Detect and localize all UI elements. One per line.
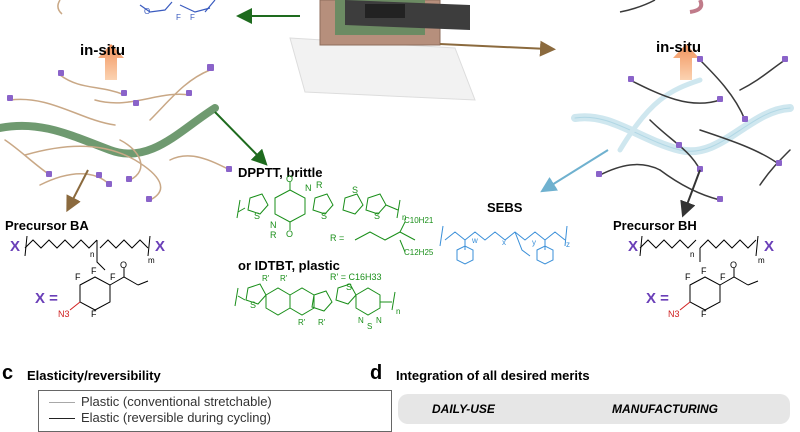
idtbt-s-3: S [367,322,373,331]
x-left-f-bot1: F [91,309,97,319]
x-left-f-top1: F [91,266,97,276]
dpptt-n-top: N [305,183,312,193]
idtbt-label: or IDTBT, plastic [238,258,340,273]
panel-d-col-daily-use: DAILY-USE [432,402,495,416]
dpptt-s-3: S [352,185,359,195]
idtbt-rp-bot2: R' [318,318,326,327]
idtbt-rp-bot1: R' [298,318,306,327]
idtbt-n-sub: n [396,307,401,316]
top-left-strand [57,0,63,15]
sebs-z: z [566,240,570,249]
dpptt-s-2: S [321,211,328,221]
sebs-w: w [472,236,478,245]
dpptt-n-bottom: N [270,220,277,230]
panel-d-letter: d [370,362,383,384]
legend-item-elastic: Elastic (reversible during cycling) [49,410,271,425]
dpptt-s-1: S [254,211,261,221]
precursor-ba-x-right: X [155,238,166,255]
idtbt-rp-top1: R' [262,274,270,283]
dpptt-c10: C10H21 [404,216,434,225]
precursor-ba-m: m [148,256,155,265]
dpptt-label: DPPTT, brittle [238,165,323,180]
precursor-ba-label: Precursor BA [5,218,89,233]
left-crosslink-tags [7,64,232,202]
insitu-label-right: in-situ [656,39,701,56]
dpptt-o-top: O [286,174,294,184]
x-definition-right: X = [646,290,669,307]
idtbt-rp-top2: R' [280,274,288,283]
panel-c-title: Elasticity/reversibility [27,368,161,383]
precursor-bh-m: m [758,256,765,265]
panel-c-legend: Plastic (conventional stretchable) Elast… [38,390,392,432]
dpptt-c12: C12H25 [404,248,434,257]
insitu-label-left: in-situ [80,42,125,59]
precursor-bh-x-right: X [764,238,775,255]
sebs-label: SEBS [487,200,523,215]
dpptt-structure [236,182,416,253]
panel-d-title: Integration of all desired merits [396,368,590,383]
x-right-f-bot1: F [701,309,707,319]
right-crosslink-tags [596,56,788,202]
legend-swatch-plastic [49,402,75,404]
dpptt-r-bottom: R [270,230,277,240]
panel-d-col-manufacturing: MANUFACTURING [612,402,718,416]
dpptt-o-bottom: O [286,229,294,239]
orange-up-arrow-left [98,44,124,80]
precursor-bh-label: Precursor BH [613,218,697,233]
precursor-ba-n: n [90,250,95,259]
blue-arrow-to-sebs [540,149,609,193]
precursor-bh-x-left: X [628,238,639,255]
sebs-structure [439,225,568,265]
dpptt-s-4: S [374,211,381,221]
n3-label-left: N3 [58,309,70,319]
right-polymer-network [571,59,794,201]
x-right-f-top2: F [720,272,726,282]
fragment-f1: F [176,13,181,22]
panel-c-letter: c [2,362,14,384]
top-right-pink-strand [689,0,704,14]
legend-label-plastic: Plastic (conventional stretchable) [81,394,272,409]
dark-arrow-to-precursor-bh [680,169,701,218]
idtbt-structure [234,283,396,316]
fragment-o: O [144,7,150,16]
idtbt-s-1: S [250,300,257,310]
x-right-f-bot2: F [685,272,691,282]
sebs-y: y [532,238,536,247]
x-left-f-top2: F [110,272,116,282]
sebs-x: x [502,238,506,247]
dpptt-n-sub: n [402,213,407,222]
x-group-left-structure [69,268,149,311]
idtbt-rp-def: R' = C16H33 [330,272,382,282]
fragment-f2: F [190,13,195,22]
x-group-right-structure [679,268,759,311]
top-left-fragment [139,0,216,13]
n3-label-right: N3 [668,309,680,319]
device-stack [289,0,476,101]
precursor-ba-x-left: X [10,238,21,255]
x-right-f-top1: F [701,266,707,276]
x-right-o: O [730,260,738,270]
dpptt-r-top: R [316,180,323,190]
figure-canvas: O F F [0,0,794,316]
precursor-bh-n: n [690,250,695,259]
legend-label-elastic: Elastic (reversible during cycling) [81,410,272,425]
precursor-bh-structure [639,235,759,262]
top-right-strand [619,0,656,13]
x-left-f-bot2: F [75,272,81,282]
idtbt-n-2: N [376,316,382,325]
x-definition-left: X = [35,290,58,307]
dpptt-r-def: R = [330,233,345,243]
brown-arrow-to-precursor-ba [66,169,89,213]
green-arrow-to-dpptt [214,111,268,166]
legend-item-plastic: Plastic (conventional stretchable) [49,394,272,409]
brown-arrow-to-right [439,40,556,57]
x-left-o: O [120,260,128,270]
orange-up-arrow-right [673,44,699,80]
precursor-ba-structure [24,235,151,271]
idtbt-n-1: N [358,316,364,325]
left-polymer-network [0,69,231,201]
idtbt-s-2: S [346,282,353,292]
